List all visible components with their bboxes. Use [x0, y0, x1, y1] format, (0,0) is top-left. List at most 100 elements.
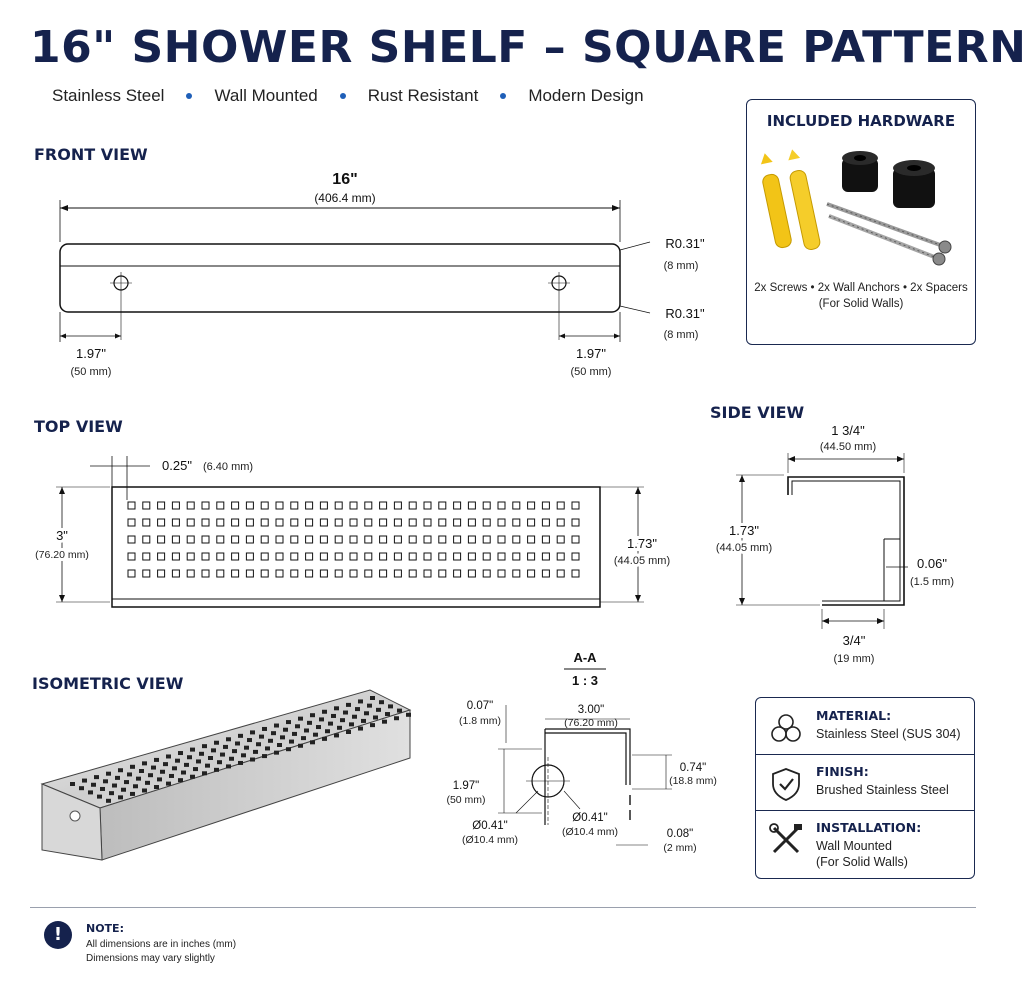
arrow-head	[877, 618, 884, 624]
square-hole	[201, 501, 210, 510]
iso-square-hole	[106, 798, 111, 803]
square-hole	[319, 569, 328, 578]
height-text: 1.73"	[627, 536, 657, 551]
square-hole	[334, 501, 343, 510]
shelf-front-outline	[59, 243, 621, 313]
square-hole	[216, 518, 225, 527]
iso-square-hole	[388, 704, 393, 709]
iso-square-hole	[118, 795, 123, 800]
square-hole	[157, 501, 166, 510]
iso-square-hole	[346, 730, 351, 734]
square-hole	[334, 535, 343, 544]
iso-square-hole	[343, 710, 348, 715]
spec-value: Wall Mounted	[816, 839, 892, 853]
iso-square-hole	[373, 715, 378, 720]
iso-square-hole	[178, 778, 183, 783]
square-hole	[171, 501, 180, 510]
iso-end-face	[41, 783, 103, 861]
iso-square-hole	[112, 783, 117, 788]
square-hole	[305, 535, 314, 544]
section-d2-text: 3.00"	[578, 704, 604, 716]
section-label: A-A	[573, 650, 597, 665]
section-d6-text: Ø0.41"	[572, 812, 607, 824]
square-hole	[438, 501, 447, 510]
square-hole	[334, 552, 343, 561]
iso-square-hole	[358, 726, 363, 731]
square-hole	[245, 552, 254, 561]
square-hole	[453, 535, 462, 544]
section-d4-text: 0.74"	[680, 762, 706, 774]
square-hole	[527, 501, 536, 510]
square-hole	[201, 552, 210, 561]
arrow-head	[60, 333, 66, 339]
square-hole	[408, 552, 417, 561]
square-hole	[349, 569, 358, 578]
iso-square-hole	[262, 754, 267, 759]
square-hole	[245, 501, 254, 510]
iso-square-hole	[88, 790, 93, 795]
arrow-head	[612, 205, 620, 211]
square-hole	[393, 569, 402, 578]
iso-square-hole	[256, 742, 261, 747]
iso-square-hole	[163, 762, 168, 767]
iso-square-hole	[100, 786, 105, 791]
square-hole	[438, 569, 447, 578]
square-hole	[290, 501, 299, 510]
square-hole	[364, 552, 373, 561]
iso-square-hole	[142, 761, 147, 766]
iso-square-hole	[397, 708, 402, 713]
front-view-label: FRONT VIEW	[34, 145, 148, 164]
arrow-head	[60, 205, 68, 211]
square-hole	[290, 552, 299, 561]
square-hole	[127, 552, 136, 561]
iso-square-hole	[406, 712, 411, 717]
iso-square-hole	[97, 794, 102, 799]
square-hole	[142, 535, 151, 544]
square-hole	[305, 569, 314, 578]
specs-card: MATERIAL: Stainless Steel (SUS 304) FINI…	[755, 697, 975, 879]
square-hole	[186, 518, 195, 527]
hardware-note-text: (For Solid Walls)	[818, 298, 904, 310]
iso-square-hole	[286, 747, 291, 752]
square-hole	[512, 552, 521, 561]
hole-right-text: 1.97"	[576, 346, 606, 361]
iso-square-hole	[385, 712, 390, 717]
iso-square-hole	[340, 718, 345, 723]
square-hole	[290, 535, 299, 544]
section-d4-mm-text: (18.8 mm)	[669, 775, 717, 787]
leader-line	[619, 241, 651, 251]
square-hole	[393, 518, 402, 527]
iso-square-hole	[217, 760, 222, 765]
arrow-head	[59, 595, 65, 602]
square-hole	[319, 501, 328, 510]
square-hole	[527, 569, 536, 578]
square-hole	[379, 535, 388, 544]
note-line: All dimensions are in inches (mm)	[86, 939, 237, 950]
hardware-card: INCLUDED HARDWARE	[746, 99, 976, 345]
iso-square-hole	[250, 757, 255, 762]
square-hole	[171, 552, 180, 561]
spec-row-finish: FINISH: Brushed Stainless Steel	[756, 764, 974, 802]
bottom-width-text: 3/4"	[843, 633, 866, 648]
hole-left-text: 1.97"	[76, 346, 106, 361]
square-hole	[349, 535, 358, 544]
iso-square-hole	[136, 776, 141, 781]
iso-square-hole	[322, 736, 327, 741]
iso-square-hole	[238, 733, 243, 738]
iso-square-hole	[103, 779, 108, 784]
iso-square-hole	[325, 729, 330, 734]
square-hole	[482, 552, 491, 561]
arrow-head	[635, 487, 641, 494]
square-hole	[364, 535, 373, 544]
iso-square-hole	[334, 706, 339, 711]
square-hole	[438, 552, 447, 561]
leader-line	[563, 790, 581, 810]
iso-square-hole	[109, 791, 114, 796]
iso-square-hole	[232, 749, 237, 754]
square-hole	[216, 501, 225, 510]
side-height-mm-text: (44.05 mm)	[716, 542, 772, 554]
square-hole	[423, 569, 432, 578]
arrow-head	[897, 456, 904, 462]
iso-square-hole	[319, 717, 324, 722]
square-hole	[527, 535, 536, 544]
